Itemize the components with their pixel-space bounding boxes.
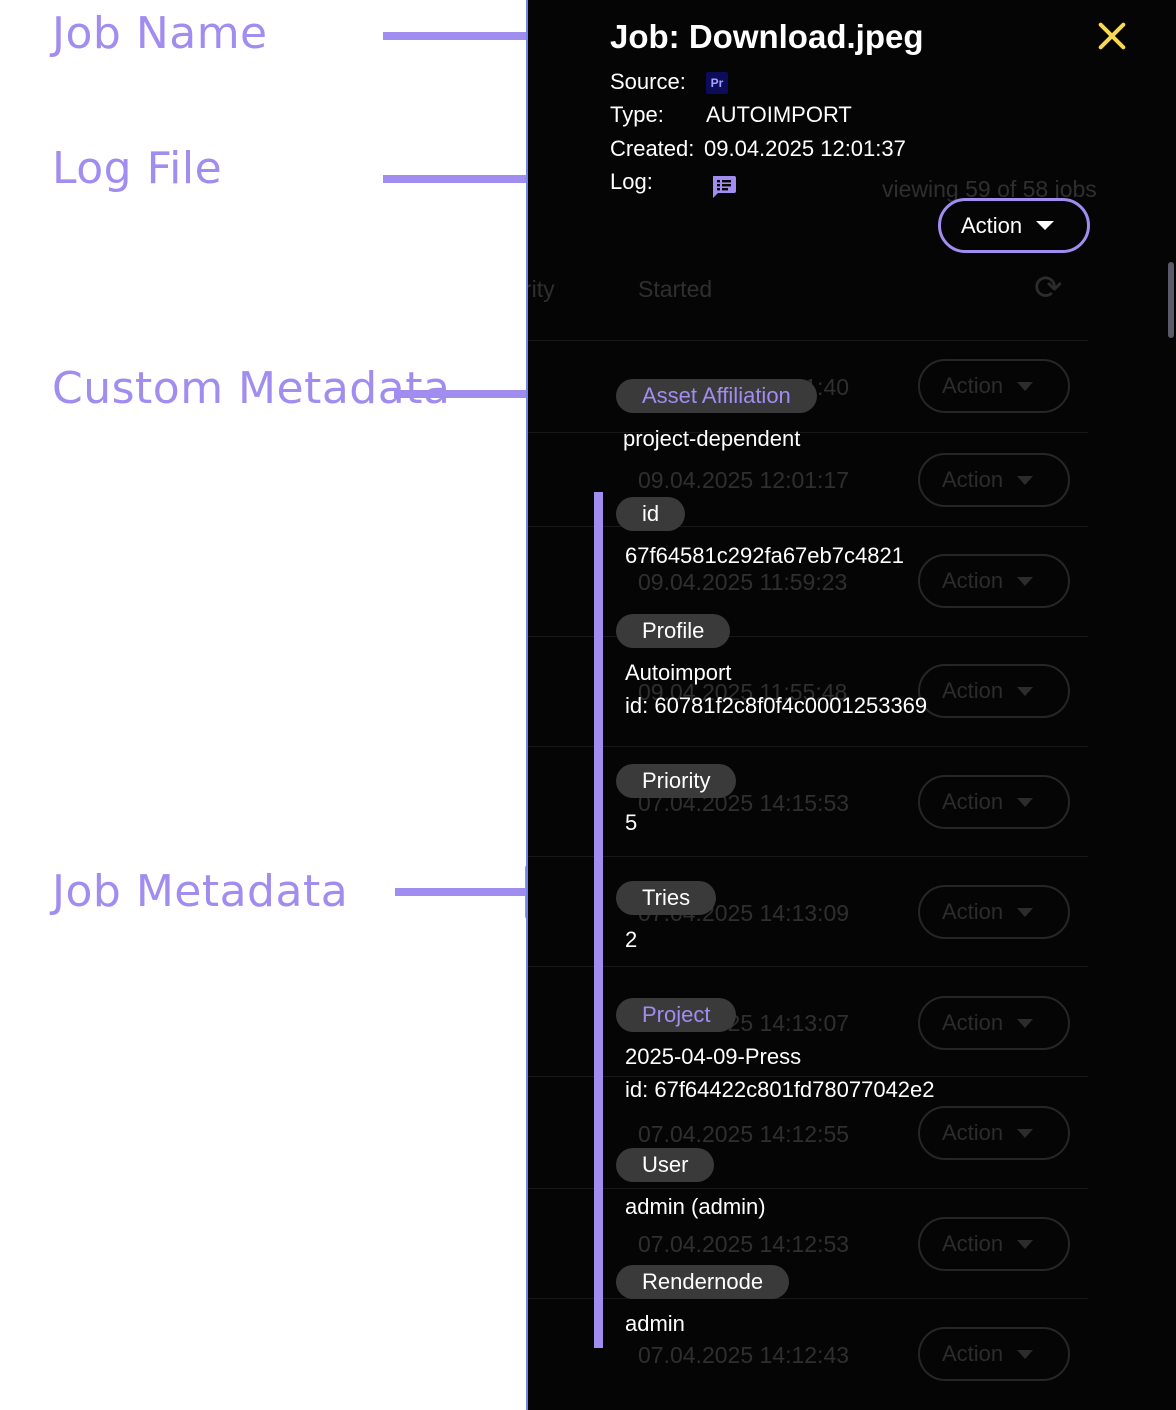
tries-value: 2 (625, 927, 638, 952)
project-name: 2025-04-09-Press (625, 1044, 802, 1069)
log-file-icon[interactable] (710, 174, 737, 200)
row-action-button[interactable]: Action (918, 885, 1070, 939)
asset-affiliation-chip: Asset Affiliation (616, 379, 817, 413)
rendernode-value: admin (625, 1311, 685, 1336)
user-value: admin (admin) (625, 1194, 766, 1219)
row-action-button[interactable]: Action (918, 775, 1070, 829)
job-detail-panel: viewing 59 of 58 jobs rity Started ⟳ 09.… (526, 0, 1176, 1410)
asset-affiliation-value: project-dependent (623, 426, 801, 451)
source-label: Source: (610, 69, 686, 94)
profile-id: id: 60781f2c8f0f4c0001253369 (625, 693, 928, 718)
profile-chip: Profile (616, 614, 731, 648)
row-action-button[interactable]: Action (918, 1106, 1070, 1160)
annotation-custom-metadata: Custom Metadata (52, 363, 451, 414)
priority-chip: Priority (616, 764, 737, 798)
bg-row-started: 09.04.2025 11:59:23 (638, 569, 848, 595)
row-action-button[interactable]: Action (918, 359, 1070, 413)
created-value: 09.04.2025 12:01:37 (704, 136, 906, 161)
bg-row-started: 09.04.2025 12:01:17 (638, 467, 850, 493)
project-id: id: 67f64422c801fd78077042e2 (625, 1077, 935, 1102)
action-dropdown-button[interactable]: Action (938, 198, 1090, 253)
type-value: AUTOIMPORT (706, 102, 852, 127)
created-label: Created: (610, 136, 695, 161)
row-action-button[interactable]: Action (918, 996, 1070, 1050)
user-chip: User (616, 1148, 715, 1182)
bg-row-started: 07.04.2025 14:12:55 (638, 1121, 850, 1147)
job-metadata-bar (594, 492, 603, 1348)
annotation-job-metadata: Job Metadata (52, 866, 349, 917)
job-title: Job: Download.jpeg (610, 18, 924, 55)
viewing-count: viewing 59 of 58 jobs (882, 176, 1097, 202)
bg-row-started: 07.04.2025 14:12:43 (638, 1342, 850, 1368)
annotation-job-name: Job Name (52, 8, 268, 59)
row-action-button[interactable]: Action (918, 554, 1070, 608)
rendernode-chip: Rendernode (616, 1265, 790, 1299)
type-label: Type: (610, 102, 664, 127)
priority-value: 5 (625, 810, 638, 835)
id-value: 67f64581c292fa67eb7c4821 (625, 543, 904, 568)
tries-chip: Tries (616, 881, 717, 915)
action-label: Action (961, 212, 1023, 238)
project-chip: Project (616, 998, 737, 1032)
row-action-button[interactable]: Action (918, 1217, 1070, 1271)
bg-row-started: 09.04.2025 11:55:48 (638, 679, 848, 705)
bg-row-started: 07.04.2025 14:12:53 (638, 1231, 850, 1257)
row-action-button[interactable]: Action (918, 1327, 1070, 1381)
id-chip: id (616, 497, 686, 531)
profile-name: Autoimport (625, 660, 732, 685)
row-action-button[interactable]: Action (918, 664, 1070, 718)
chevron-down-icon (1036, 221, 1055, 230)
row-action-button[interactable]: Action (918, 453, 1070, 507)
column-header-priority: rity (526, 276, 555, 302)
premiere-pro-icon: Pr (706, 72, 728, 94)
scrollbar[interactable] (1168, 262, 1174, 338)
log-label: Log: (610, 169, 653, 194)
refresh-icon[interactable]: ⟳ (1034, 269, 1063, 307)
column-header-started: Started (638, 276, 713, 302)
close-icon[interactable] (1096, 20, 1128, 52)
annotation-log-file: Log File (52, 143, 223, 194)
